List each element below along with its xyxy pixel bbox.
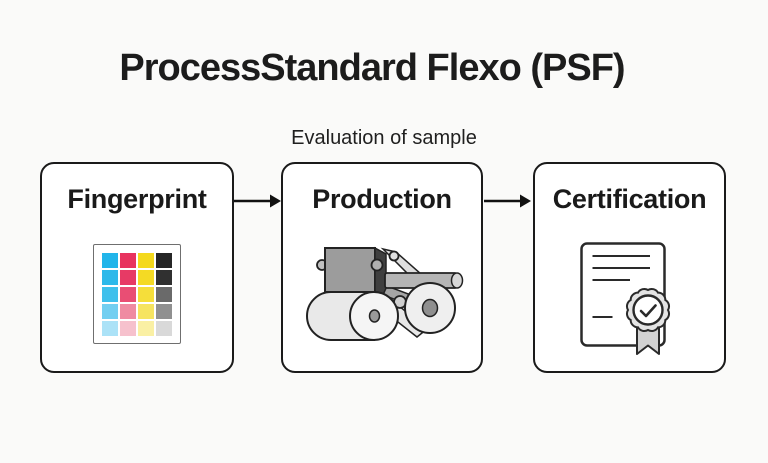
color-swatch [138, 320, 154, 336]
color-swatch [102, 252, 118, 268]
step-label-production: Production [312, 184, 452, 214]
step-box-certification: Certification [533, 162, 726, 373]
arrow-right-icon [484, 194, 531, 208]
certificate-seal-icon [579, 242, 670, 355]
color-swatch [120, 269, 136, 285]
color-swatch [102, 269, 118, 285]
color-test-chart-icon [93, 244, 181, 344]
color-swatch [120, 252, 136, 268]
color-swatch [156, 320, 172, 336]
color-swatch [120, 303, 136, 319]
color-swatch [102, 303, 118, 319]
color-swatch [156, 269, 172, 285]
color-swatch [156, 303, 172, 319]
step-box-production: Production [281, 162, 483, 373]
color-swatch [102, 320, 118, 336]
page-title: ProcessStandard Flexo (PSF) [119, 47, 625, 89]
color-swatch [120, 286, 136, 302]
step-box-fingerprint: Fingerprint [40, 162, 234, 373]
color-swatch [138, 303, 154, 319]
color-swatch [138, 252, 154, 268]
printing-press-icon [306, 246, 464, 341]
evaluation-annotation: Evaluation of sample [291, 127, 477, 149]
swatch-grid [102, 252, 172, 336]
color-swatch [138, 269, 154, 285]
color-swatch [156, 252, 172, 268]
checkmark-icon [639, 304, 657, 318]
color-swatch [120, 320, 136, 336]
arrow-right-icon [234, 194, 281, 208]
color-swatch [156, 286, 172, 302]
step-label-fingerprint: Fingerprint [67, 184, 207, 214]
color-swatch [138, 286, 154, 302]
step-label-certification: Certification [552, 184, 707, 214]
color-swatch [102, 286, 118, 302]
